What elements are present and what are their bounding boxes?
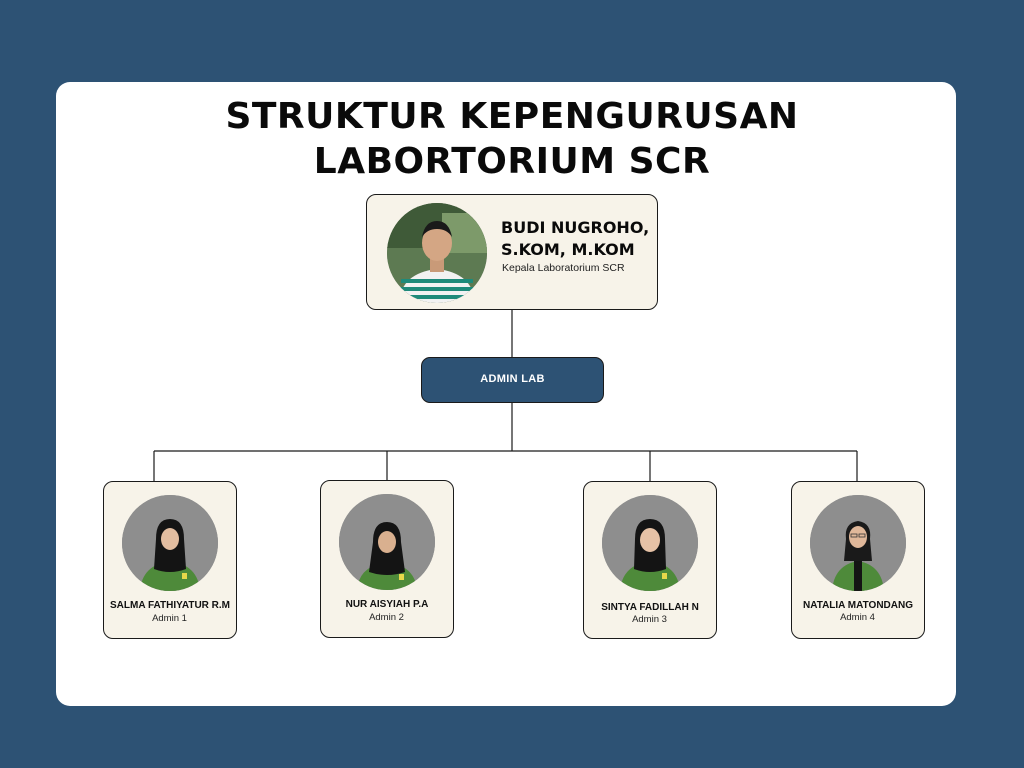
member-photo-3 (602, 495, 698, 591)
head-name-line-1: BUDI NUGROHO, (501, 218, 650, 237)
member-name-2: NUR AISYIAH P.A (345, 599, 429, 610)
member-name-3: SINTYA FADILLAH N (601, 602, 699, 613)
member-role-4: Admin 4 (840, 612, 875, 623)
member-card-1: SALMA FATHIYATUR R.M Admin 1 (103, 481, 237, 639)
member-name-4: NATALIA MATONDANG (803, 600, 913, 611)
admin-lab-node: ADMIN LAB (421, 357, 604, 403)
member-name-1: SALMA FATHIYATUR R.M (110, 600, 230, 611)
head-name-line-2: S.KOM, M.KOM (501, 240, 635, 259)
head-role: Kepala Laboratorium SCR (502, 262, 625, 274)
member-photo-2 (339, 494, 435, 590)
member-photo-1 (122, 495, 218, 591)
member-role-2: Admin 2 (369, 612, 404, 623)
member-role-3: Admin 3 (632, 614, 667, 625)
head-name: BUDI NUGROHO, S.KOM, M.KOM (501, 217, 661, 261)
member-card-2: NUR AISYIAH P.A Admin 2 (320, 480, 454, 638)
member-photo-4 (810, 495, 906, 591)
head-photo (387, 203, 487, 303)
member-card-4: NATALIA MATONDANG Admin 4 (791, 481, 925, 639)
title-line-2: LABORTORIUM SCR (313, 141, 711, 182)
head-node: BUDI NUGROHO, S.KOM, M.KOM Kepala Labora… (366, 194, 658, 310)
member-card-3: SINTYA FADILLAH N Admin 3 (583, 481, 717, 639)
page-title: STRUKTUR KEPENGURUSAN LABORTORIUM SCR (0, 94, 1024, 184)
title-line-1: STRUKTUR KEPENGURUSAN (225, 96, 799, 137)
member-role-1: Admin 1 (152, 613, 187, 624)
